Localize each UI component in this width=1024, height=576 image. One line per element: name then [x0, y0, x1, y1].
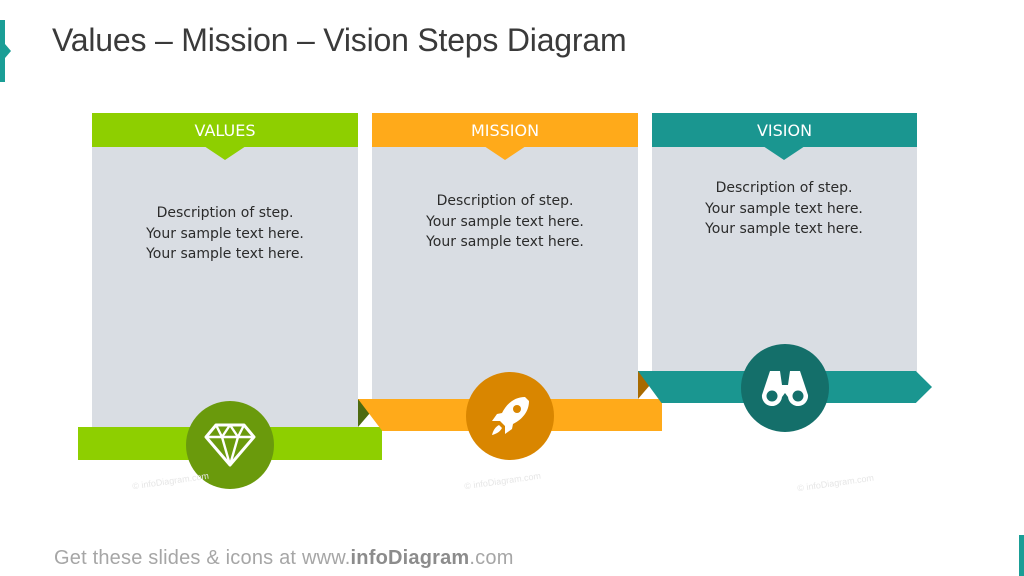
values-header-notch — [204, 146, 246, 160]
values-description: Description of step. Your sample text he… — [146, 205, 304, 262]
mission-card — [372, 146, 638, 400]
right-accent-bar — [1019, 535, 1024, 576]
vision-description: Description of step. Your sample text he… — [705, 180, 863, 237]
values-header: VALUES — [92, 113, 358, 147]
left-accent-bar — [0, 20, 11, 82]
vision-card — [652, 146, 917, 372]
values-card — [92, 146, 358, 428]
watermark-1: © infoDiagram.com — [131, 470, 210, 492]
mission-icon-circle — [466, 372, 554, 460]
footer-text: Get these slides & icons at www.infoDiag… — [54, 547, 514, 569]
watermark-3: © infoDiagram.com — [796, 472, 875, 494]
vision-header-notch — [763, 146, 805, 160]
mission-description: Description of step. Your sample text he… — [426, 193, 584, 250]
values-icon-circle — [186, 401, 274, 489]
watermark-2: © infoDiagram.com — [463, 470, 542, 492]
vision-icon-circle — [741, 344, 829, 432]
mission-header: MISSION — [372, 113, 638, 147]
footer-brand: infoDiagram — [350, 547, 470, 569]
binoculars-icon — [761, 371, 809, 407]
mission-header-notch — [484, 146, 526, 160]
rocket-icon — [492, 397, 529, 435]
vision-header: VISION — [652, 113, 917, 147]
diamond-icon — [204, 423, 256, 467]
slide-title: Values – Mission – Vision Steps Diagram — [52, 22, 627, 58]
